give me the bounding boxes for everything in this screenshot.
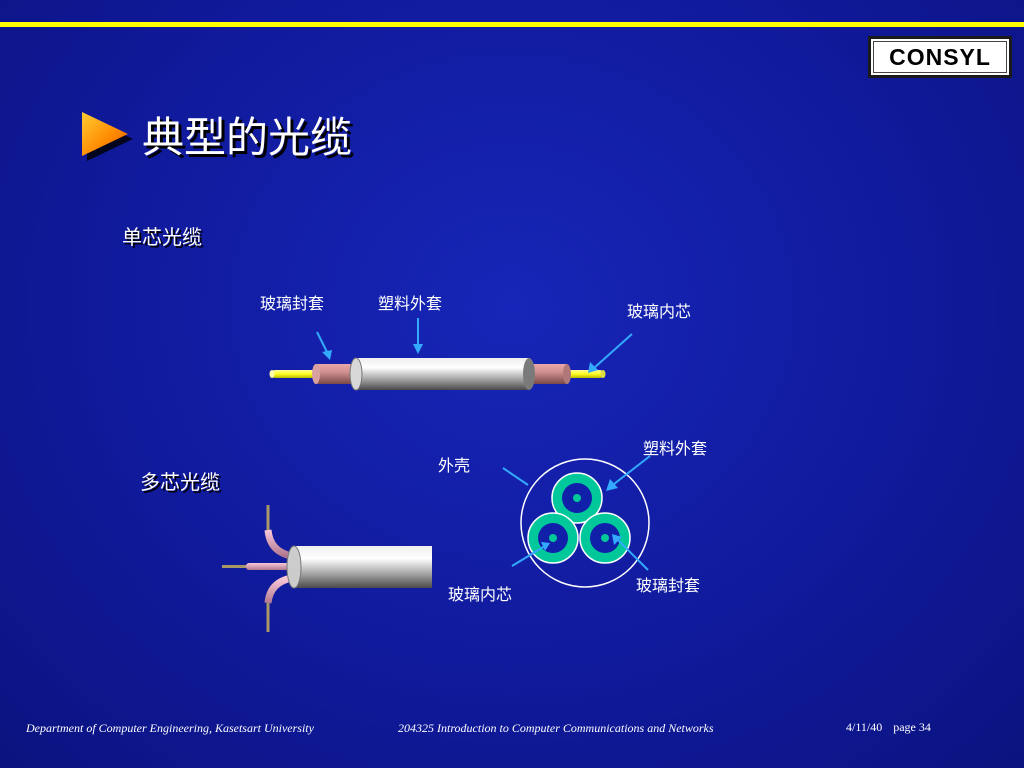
single-core-heading: 单芯光缆 bbox=[122, 225, 202, 249]
label-glass-cladding: 玻璃封套 bbox=[260, 294, 325, 313]
top-accent-line bbox=[0, 22, 1024, 27]
label-multi-glass-core: 玻璃内芯 bbox=[448, 585, 513, 604]
label-glass-core: 玻璃内芯 bbox=[627, 302, 692, 321]
footer-course: 204325 Introduction to Computer Communic… bbox=[398, 721, 714, 735]
single-core-cable bbox=[269, 357, 606, 391]
multi-core-cable bbox=[222, 505, 432, 632]
footer-date: 4/11/40 bbox=[846, 720, 883, 734]
label-multi-plastic-jacket: 塑料外套 bbox=[643, 439, 708, 458]
title-bullet-arrow-icon bbox=[82, 112, 133, 161]
multi-core-heading: 多芯光缆 bbox=[140, 470, 220, 494]
label-plastic-jacket: 塑料外套 bbox=[378, 294, 443, 313]
label-outer-shell: 外壳 bbox=[438, 456, 471, 475]
cross-section-pointer-arrows bbox=[502, 455, 651, 571]
footer-date-page: 4/11/40 page 34 bbox=[846, 720, 931, 735]
consyl-logo: CONSYL bbox=[868, 36, 1012, 78]
page-title: 典型的光缆 bbox=[142, 113, 353, 162]
footer-page-number: page 34 bbox=[893, 720, 931, 734]
single-core-pointer-arrows bbox=[316, 318, 633, 373]
label-multi-glass-cladding: 玻璃封套 bbox=[636, 576, 701, 595]
footer-department: Department of Computer Engineering, Kase… bbox=[26, 721, 314, 735]
multi-core-cross-section bbox=[520, 458, 650, 588]
